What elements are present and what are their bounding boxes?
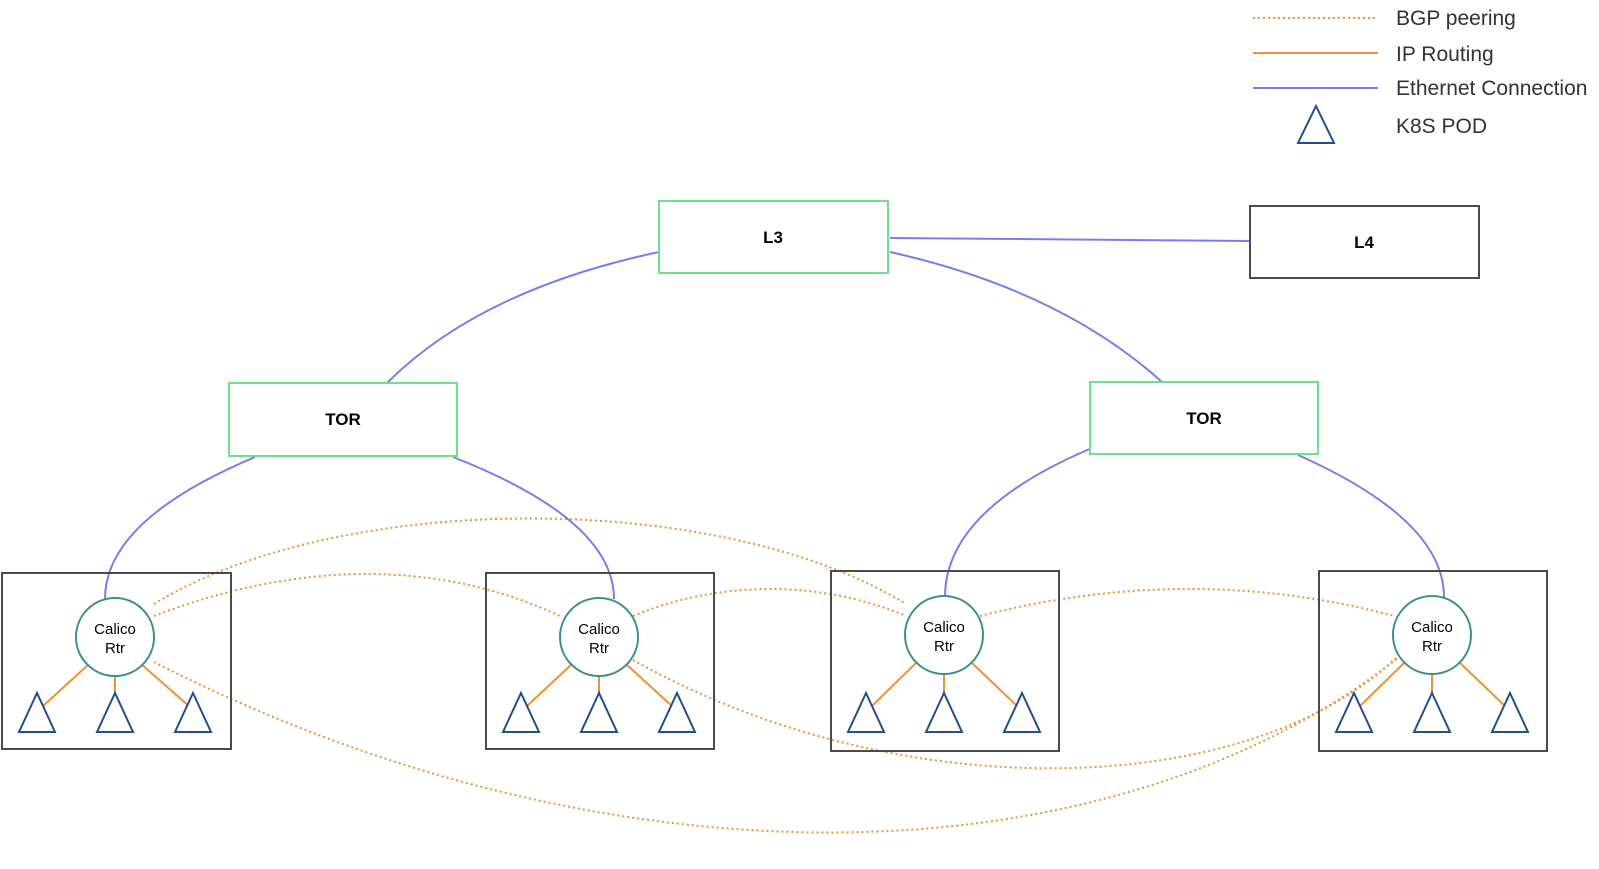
calico-router-4 [1392, 595, 1472, 675]
calico-router-2-line2: Rtr [589, 640, 609, 657]
ip-routes-2 [525, 663, 674, 708]
pod-icon [1334, 690, 1374, 733]
eth-link-tor-left-r2 [452, 456, 615, 600]
eth-link-tor-left-r1 [104, 456, 256, 600]
legend-bgp-label: BGP peering [1396, 7, 1516, 30]
calico-router-1-line1: Calico [94, 621, 136, 638]
eth-link-l3-tor-left [386, 251, 660, 384]
ip-routes-1 [41, 663, 191, 708]
tor-left-label: TOR [325, 410, 361, 429]
switch-l4: L4 [1249, 205, 1480, 279]
host-node-4: Calico Rtr [1318, 570, 1548, 752]
eth-link-l3-l4 [889, 237, 1251, 242]
legend-pod-icon [1296, 103, 1336, 144]
legend-pod-label: K8S POD [1396, 115, 1487, 138]
calico-router-1 [75, 597, 155, 677]
pod-icon [95, 690, 135, 733]
pod-icon [1002, 690, 1042, 733]
calico-router-1-line2: Rtr [105, 640, 125, 657]
switch-l4-label: L4 [1354, 233, 1374, 252]
pod-icon [1490, 690, 1530, 733]
tor-right-label: TOR [1186, 409, 1222, 428]
bgp-link-r1-r4 [153, 657, 1399, 834]
calico-router-3-line2: Rtr [934, 638, 954, 655]
bgp-link-r1-r2 [153, 573, 561, 617]
switch-l3-label: L3 [763, 228, 783, 247]
calico-router-4-line2: Rtr [1422, 638, 1442, 655]
calico-router-2-line1: Calico [578, 621, 620, 638]
bgp-link-r2-r3 [632, 588, 907, 617]
pod-icon [657, 690, 697, 733]
bgp-peerings [153, 517, 1399, 834]
host-node-3: Calico Rtr [830, 570, 1060, 752]
switch-tor-right: TOR [1089, 381, 1319, 455]
pod-icon [924, 690, 964, 733]
eth-link-tor-right-r3 [944, 447, 1093, 598]
calico-router-2 [559, 597, 639, 677]
ip-routes-4 [1358, 661, 1507, 708]
legend-ip-label: IP Routing [1396, 43, 1494, 66]
eth-link-l3-tor-right [889, 251, 1163, 383]
host-node-1: Calico Rtr [1, 572, 232, 750]
pod-icon [846, 690, 886, 733]
calico-router-3 [904, 595, 984, 675]
pod-icon [173, 690, 213, 733]
calico-router-4-line1: Calico [1411, 619, 1453, 636]
pod-icon [17, 690, 57, 733]
legend: BGP peering IP Routing Ethernet Connecti… [1253, 7, 1587, 144]
legend-eth-label: Ethernet Connection [1396, 77, 1587, 100]
switch-l3: L3 [658, 200, 889, 274]
pod-icon [579, 690, 619, 733]
pod-icon [501, 690, 541, 733]
eth-link-tor-right-r4 [1297, 454, 1445, 598]
bgp-link-r1-r3 [153, 517, 907, 605]
host-node-2: Calico Rtr [485, 572, 715, 750]
ethernet-links [104, 237, 1445, 600]
calico-router-3-line1: Calico [923, 619, 965, 636]
bgp-link-r3-r4 [979, 588, 1395, 617]
switch-tor-left: TOR [228, 382, 458, 457]
ip-routes-3 [870, 661, 1019, 708]
pod-icon [1412, 690, 1452, 733]
